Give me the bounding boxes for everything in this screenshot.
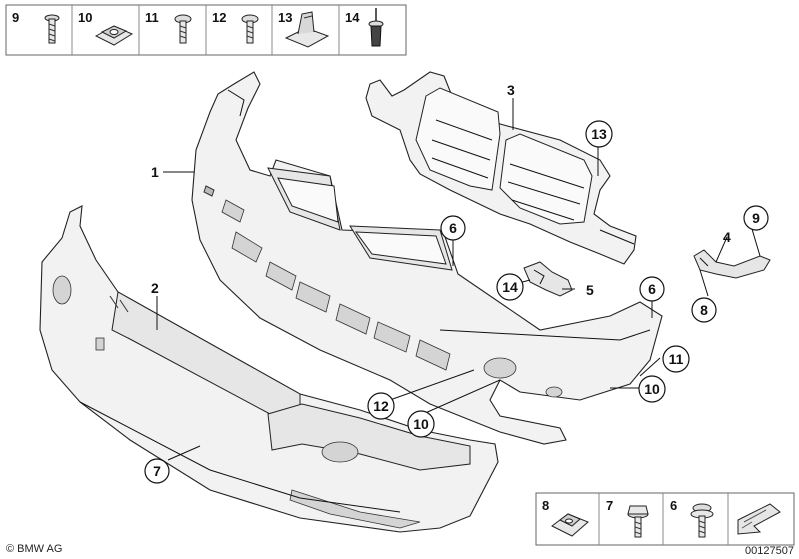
- callout-4: 4: [723, 229, 731, 245]
- hex-bolt-icon: [627, 505, 649, 538]
- callout-13: 13: [585, 120, 613, 148]
- callout-2: 2: [151, 280, 159, 296]
- svg-text:10: 10: [644, 381, 660, 397]
- footer-item-8-label: 8: [542, 498, 549, 513]
- svg-text:12: 12: [373, 398, 389, 414]
- bracket-part-4: [693, 249, 771, 279]
- footer-item-7-label: 7: [606, 498, 613, 513]
- callout-7: 7: [144, 458, 170, 484]
- footer-parts-strip: 8 7 6: [535, 492, 795, 546]
- self-tapping-screw-icon: [174, 14, 192, 44]
- bumper-cover-part-2: [39, 205, 499, 533]
- callout-1: 1: [151, 164, 159, 180]
- footer-item-6-label: 6: [670, 498, 677, 513]
- svg-text:11: 11: [669, 351, 684, 367]
- header-item-13-label: 13: [278, 10, 292, 25]
- callout-8: 8: [691, 297, 717, 323]
- diagram-id: 00127507: [745, 545, 794, 557]
- header-item-11-label: 11: [145, 10, 159, 25]
- callout-10-lower: 10: [407, 410, 435, 438]
- callout-12: 12: [367, 392, 395, 420]
- grille-carrier-part-3: [365, 71, 637, 265]
- header-item-12-label: 12: [212, 10, 226, 25]
- fog-light-opening-left: [52, 275, 72, 305]
- callout-3: 3: [507, 82, 515, 98]
- clip-nut-icon: [551, 513, 589, 537]
- svg-text:13: 13: [591, 126, 607, 142]
- header-item-9-label: 9: [12, 10, 19, 25]
- svg-text:9: 9: [752, 210, 760, 226]
- washer-screw-icon: [690, 503, 714, 538]
- leader-lines: [156, 98, 761, 461]
- svg-text:6: 6: [449, 220, 457, 236]
- callout-11: 11: [662, 345, 690, 373]
- callout-5: 5: [586, 282, 594, 298]
- svg-text:6: 6: [648, 281, 656, 297]
- blind-rivet-icon: [368, 8, 384, 47]
- callout-14: 14: [496, 273, 524, 301]
- svg-text:7: 7: [153, 463, 161, 479]
- screw-icon: [44, 14, 60, 44]
- bracket-part-5: [523, 261, 573, 297]
- header-parts-strip: 9 10 11 12 13: [5, 4, 407, 56]
- svg-text:14: 14: [502, 279, 518, 295]
- flange-screw-icon: [241, 14, 259, 44]
- callout-6-top: 6: [440, 215, 466, 241]
- fog-light-opening-right: [321, 441, 359, 463]
- svg-text:10: 10: [413, 416, 429, 432]
- header-item-14-label: 14: [345, 10, 360, 25]
- callout-10-right: 10: [638, 375, 666, 403]
- front-direction-arrow-icon: [737, 503, 781, 535]
- tow-eye-opening: [483, 357, 517, 379]
- copyright-text: © BMW AG: [6, 543, 62, 555]
- header-item-10-label: 10: [78, 10, 92, 25]
- callout-6-side: 6: [639, 276, 665, 302]
- callout-9: 9: [743, 205, 769, 231]
- bumper-carrier-part-1: [191, 71, 663, 445]
- svg-text:8: 8: [700, 302, 708, 318]
- clip-nut-icon: [94, 25, 134, 46]
- spring-clip-icon: [284, 11, 330, 48]
